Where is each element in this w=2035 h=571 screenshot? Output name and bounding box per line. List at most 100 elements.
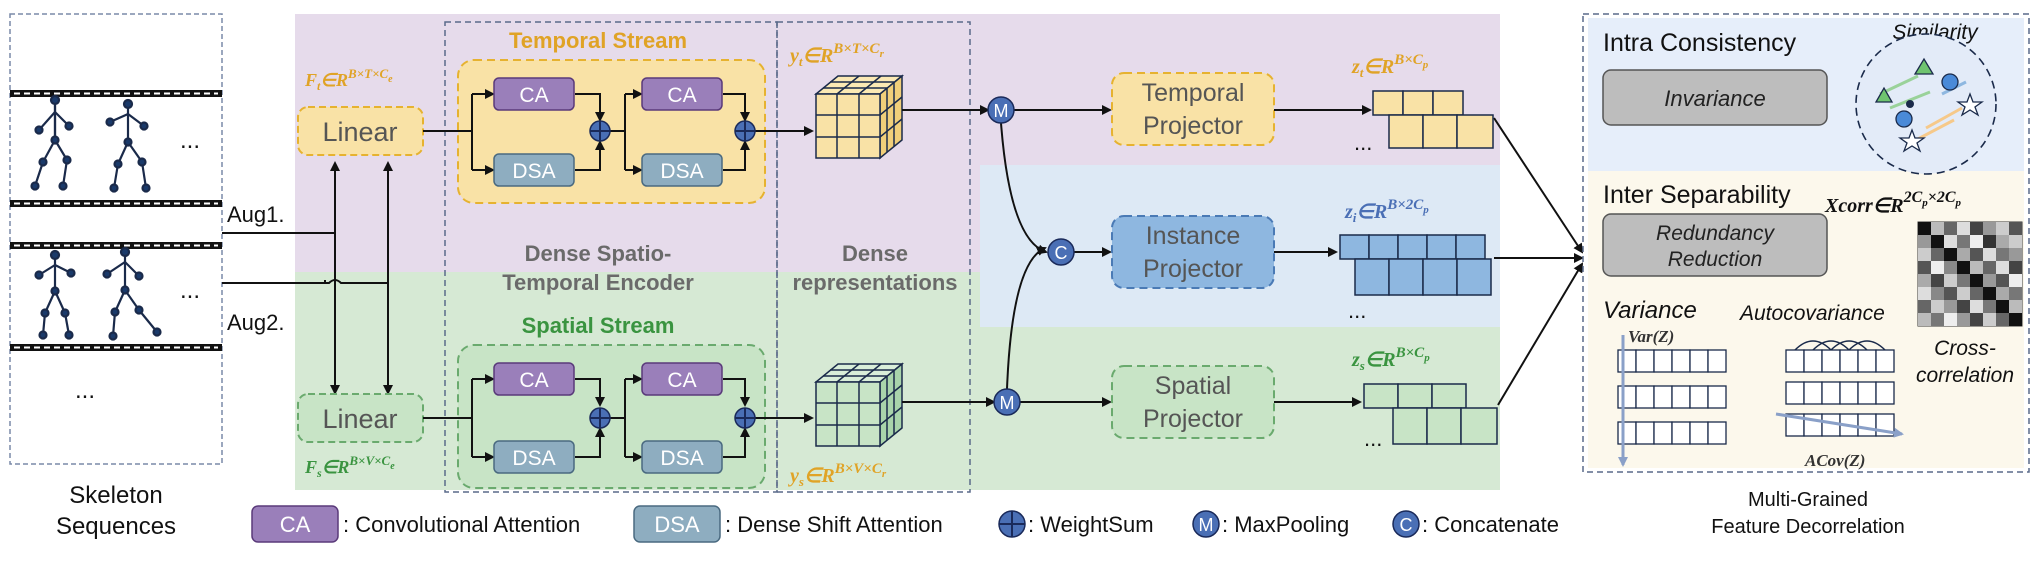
spatial-dsa-2	[641, 440, 723, 474]
legend-ca-label: CA	[280, 512, 311, 537]
instance-projector-label-1: Instance	[1146, 222, 1241, 250]
linear-temporal-label: Linear	[322, 117, 397, 147]
linear-spatial-label: Linear	[322, 404, 397, 434]
similarity-circle-icon	[1855, 33, 1997, 175]
temporal-projector-label-1: Temporal	[1142, 79, 1245, 107]
encoder-frame	[444, 21, 778, 493]
temporal-weightsum-2-icon	[734, 120, 756, 142]
variance-title: Variance	[1603, 297, 1697, 324]
ft-label: Ft∈RB×T×Ce	[304, 66, 393, 93]
zt-label: zt∈RB×Cp	[1351, 52, 1429, 80]
skeleton-ellipsis-1: ...	[180, 127, 200, 154]
skeleton-caption-1: Skeleton	[69, 482, 162, 509]
legend-maxpool-label: M	[1199, 515, 1214, 535]
spatial-dsa-1-label: DSA	[512, 447, 555, 470]
legend-concatenate-text: : Concatenate	[1422, 512, 1559, 537]
intra-title: Intra Consistency	[1603, 29, 1797, 57]
decorrelation-caption-2: Feature Decorrelation	[1711, 516, 1904, 538]
temporal-dsa-2	[641, 153, 723, 187]
spatial-ca-2	[641, 362, 723, 396]
cross-correlation-matrix-icon	[1917, 221, 2023, 327]
ops-connectors	[902, 105, 1112, 407]
temporal-ca-2-label: CA	[667, 84, 696, 107]
skeleton-panel	[9, 13, 223, 465]
zs-label: zs∈RB×Cp	[1351, 345, 1430, 373]
projector-connectors	[1274, 105, 1584, 407]
concatenate-label: C	[1055, 243, 1068, 263]
spatial-maxpool-label: M	[1000, 393, 1015, 413]
spatial-stream-title: Spatial Stream	[522, 313, 675, 338]
cross-correlation-label-1: Cross-	[1934, 337, 1996, 360]
inter-title: Inter Separability	[1603, 181, 1791, 209]
invariance-label: Invariance	[1664, 86, 1766, 111]
autocovariance-matrix-icon	[1775, 340, 1904, 438]
legend-dsa-label: DSA	[654, 512, 700, 537]
spatial-stream-flow	[423, 374, 814, 462]
spatial-ca-2-label: CA	[667, 369, 696, 392]
legend-ca-text: : Convolutional Attention	[343, 512, 580, 537]
redundancy-box	[1602, 213, 1828, 277]
aug1-label: Aug1.	[227, 202, 285, 227]
spatial-cube-icon	[813, 362, 905, 448]
temporal-projector-box	[1111, 72, 1275, 146]
zi-label: zi∈RB×2Cp	[1344, 197, 1429, 225]
legend-dsa-swatch	[633, 505, 721, 543]
dense-rep-title-1: Dense	[842, 241, 908, 266]
spatial-weightsum-1-icon	[589, 407, 611, 429]
skeleton-ellipsis-3: ...	[75, 377, 95, 404]
legend-concatenate-label: C	[1400, 515, 1413, 535]
temporal-maxpool-icon: M	[987, 96, 1015, 124]
instance-projector-label-2: Projector	[1143, 255, 1243, 283]
redundancy-label-2: Reduction	[1668, 248, 1763, 271]
legend-maxpool-icon: M	[1192, 510, 1220, 538]
variance-matrix-icon	[1617, 335, 1727, 467]
acov-z-label: ACov(Z)	[1804, 451, 1865, 470]
dense-rep-title-2: representations	[792, 270, 957, 295]
spatial-weightsum-2-icon	[734, 407, 756, 429]
legend-dsa-text: : Dense Shift Attention	[725, 512, 943, 537]
temporal-ca-1-label: CA	[519, 84, 548, 107]
xcorr-label: Xcorr∈R2Cp×2Cp	[1824, 189, 1962, 217]
legend-concatenate-icon: C	[1392, 510, 1420, 538]
encoder-title-1: Dense Spatio-	[525, 241, 672, 266]
temporal-dsa-2-label: DSA	[660, 160, 703, 183]
zt-ellipsis: ...	[1354, 130, 1372, 155]
zs-embedding-icon	[1363, 383, 1498, 445]
aug-connectors	[222, 161, 393, 395]
concatenate-icon: C	[1047, 238, 1075, 266]
cross-correlation-label-2: correlation	[1916, 364, 2014, 387]
temporal-stream-title: Temporal Stream	[509, 28, 687, 53]
ys-label: ys∈RB×V×Cr	[788, 461, 887, 489]
temporal-stream-flow	[423, 89, 814, 175]
film-strips	[10, 90, 222, 351]
zt-embedding-icon	[1372, 90, 1494, 149]
spatial-dsa-1	[493, 440, 575, 474]
var-z-label: Var(Z)	[1628, 327, 1674, 346]
redundancy-label-1: Redundancy	[1656, 222, 1775, 245]
fs-label: Fs∈RB×V×Ce	[304, 453, 395, 480]
spatial-ca-1-label: CA	[519, 369, 548, 392]
zs-ellipsis: ...	[1364, 426, 1382, 451]
skeleton-figures	[30, 94, 162, 341]
temporal-ca-1	[493, 77, 575, 111]
spatial-ca-1	[493, 362, 575, 396]
legend-weightsum-text: : WeightSum	[1028, 512, 1154, 537]
spatial-projector-label-1: Spatial	[1155, 372, 1231, 400]
legend-ca-swatch	[251, 505, 339, 543]
aug2-label: Aug2.	[227, 310, 285, 335]
spatial-projector-label-2: Projector	[1143, 405, 1243, 433]
instance-projector-box	[1111, 215, 1275, 289]
legend: CA : Convolutional Attention DSA : Dense…	[251, 505, 1559, 543]
encoder-title-2: Temporal Encoder	[502, 270, 694, 295]
decorrelation-caption-1: Multi-Grained	[1748, 489, 1868, 511]
skeleton-ellipsis-2: ...	[180, 277, 200, 304]
dense-rep-frame	[776, 21, 971, 493]
autocovariance-title: Autocovariance	[1738, 302, 1885, 325]
skeleton-caption-2: Sequences	[56, 513, 176, 540]
temporal-weightsum-1-icon	[589, 120, 611, 142]
legend-maxpool-text: : MaxPooling	[1222, 512, 1349, 537]
temporal-maxpool-label: M	[994, 101, 1009, 121]
zi-embedding-icon	[1339, 234, 1492, 296]
yt-label: yt∈RB×T×Cr	[788, 41, 885, 69]
